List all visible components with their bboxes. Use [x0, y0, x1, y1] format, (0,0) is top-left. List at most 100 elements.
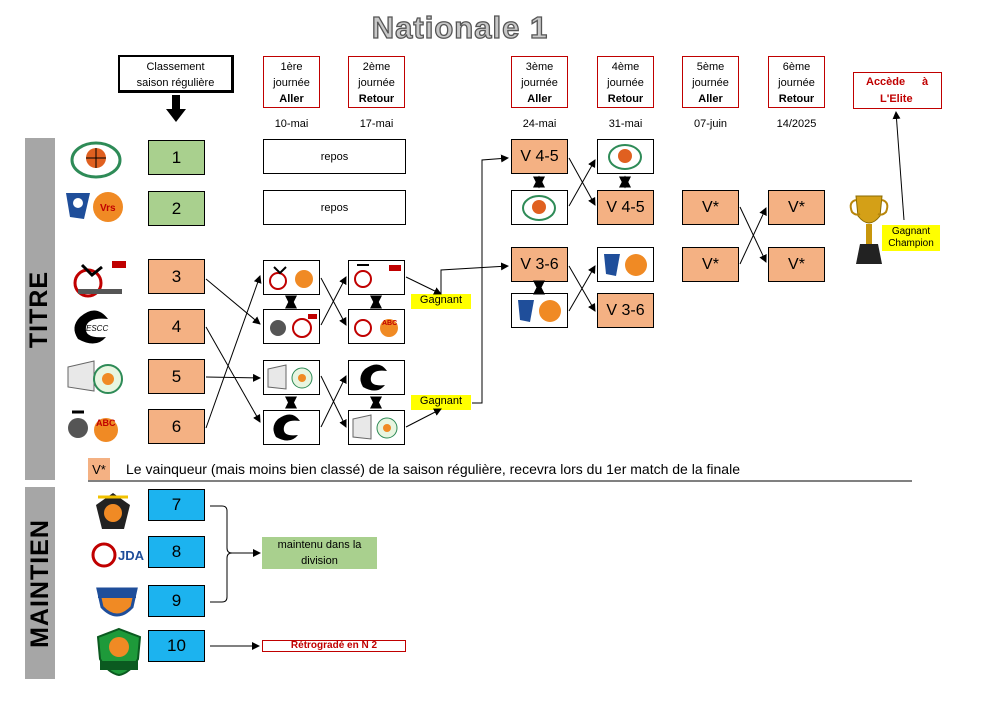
rank-8: 8 [148, 536, 205, 568]
svg-text:ABC: ABC [96, 418, 116, 428]
link-champion-elite [892, 111, 905, 221]
rank-4: 4 [148, 309, 205, 344]
link-r1a-r2 [320, 276, 347, 326]
round-header-4: 4ème journée Retour [597, 56, 654, 108]
legend-key: V* [88, 458, 110, 480]
section-maintien-label: MAINTIEN [25, 518, 54, 648]
link-r2a-gagnant [405, 276, 442, 295]
team-logo-1-mini [522, 195, 556, 221]
round-1-date: 10-mai [274, 118, 309, 130]
elite-a: à [922, 76, 929, 88]
link-4-r1 [205, 326, 261, 423]
team-logo-6-mini [270, 314, 317, 338]
section-titre-label: TITRE [25, 270, 54, 348]
repos-box-2: repos [263, 190, 406, 225]
round-4-line1: 4ème [611, 61, 640, 73]
round-3-leg: Aller [527, 93, 552, 105]
round-3-line1: 3ème [525, 61, 554, 73]
link-gagnant1-semi [440, 262, 509, 294]
team-logo-4-mini [360, 364, 387, 391]
round-5-line2: journée [692, 77, 729, 89]
team-logo-6-mini [354, 264, 401, 288]
team-logo-7 [96, 493, 130, 529]
maintenu-line2: division [301, 555, 338, 567]
final-r5-top: V* [682, 190, 739, 225]
rank-2: 2 [148, 191, 205, 226]
round-2-date: 17-mai [359, 118, 394, 130]
team-logo-5-mini [267, 364, 313, 390]
r1-match-a-home [263, 260, 320, 295]
link-r1b-r2 [320, 375, 347, 428]
round-2-line1: 2ème [362, 61, 391, 73]
rank-10: 10 [148, 630, 205, 662]
round-1-line1: 1ère [280, 61, 303, 73]
round-header-3: 3ème journée Aller [511, 56, 568, 108]
link-gagnant2-semi [472, 154, 509, 404]
trophy-icon [849, 195, 889, 264]
link-r2b-gagnant [405, 408, 442, 428]
rank-7: 7 [148, 489, 205, 521]
r1-match-b-home [263, 360, 320, 395]
maintenu-line1: maintenu dans la [277, 539, 362, 551]
classement-header: Classement saison régulière [118, 55, 234, 93]
round-6-leg: Retour [778, 93, 815, 105]
semi-1-r4-home [597, 139, 654, 174]
champion-line1: Gagnant [891, 226, 931, 237]
round-5-date: 07-juin [693, 118, 728, 130]
team-logo-2: Vrs [66, 192, 123, 222]
rank-5: 5 [148, 359, 205, 394]
rank-3: 3 [148, 259, 205, 294]
legend-text: Le vainqueur (mais moins bien classé) de… [126, 461, 740, 477]
round-2-leg: Retour [358, 93, 395, 105]
semi-2-away [511, 293, 568, 328]
arrow-down-icon [166, 95, 186, 122]
svg-text:JDA: JDA [118, 548, 145, 563]
link-r1b-r2b [320, 375, 347, 428]
final-r6-bottom: V* [768, 247, 825, 282]
rank-1: 1 [148, 140, 205, 175]
retrograde-box: Rétrogradé en N 2 [262, 640, 406, 652]
svg-text:Vrs: Vrs [100, 203, 116, 214]
team-logo-4-mini [273, 414, 300, 441]
team-logo-1-mini [608, 144, 642, 170]
team-logo-1 [70, 141, 122, 179]
round-4-leg: Retour [607, 93, 644, 105]
semi-2-v36: V 3-6 [511, 247, 568, 282]
winner-label-1: Gagnant [411, 294, 471, 309]
svg-text:ESCC: ESCC [86, 324, 108, 333]
link-r1a-r2b [320, 277, 347, 326]
link-semi1-cross-b [568, 159, 596, 207]
link-final-cross-a [739, 206, 767, 263]
winner-label-2: Gagnant [411, 395, 471, 410]
svg-text:ABC: ABC [382, 320, 397, 327]
round-1-line2: journée [273, 77, 310, 89]
team-logo-2-mini [604, 254, 647, 276]
team-logo-3-mini [269, 266, 313, 290]
team-logo-5 [67, 360, 123, 394]
r2-match-b-away [348, 410, 405, 445]
round-3-date: 24-mai [522, 118, 557, 130]
link-semi2-cross-b [568, 265, 596, 312]
team-logo-3-mini: ABC [354, 319, 398, 337]
section-titre: TITRE [25, 138, 55, 480]
team-logo-4: ESCC [74, 310, 108, 344]
round-6-date: 14/2025 [776, 118, 817, 130]
champion-line2: Champion [888, 238, 934, 249]
section-maintien: MAINTIEN [25, 487, 55, 679]
maintien-brace [210, 505, 233, 603]
team-logo-9 [96, 587, 138, 617]
round-4-line2: journée [607, 77, 644, 89]
classement-line1: Classement [146, 61, 205, 73]
team-logo-2-mini [518, 300, 561, 322]
round-6-line1: 6ème [782, 61, 811, 73]
champion-label: Gagnant Champion [882, 225, 940, 251]
semi-2-r4-v36: V 3-6 [597, 293, 654, 328]
maintenu-box: maintenu dans la division [262, 537, 377, 569]
team-logo-5-mini [352, 414, 398, 440]
link-6-r1 [205, 275, 262, 429]
final-r6-top: V* [768, 190, 825, 225]
rank-6: 6 [148, 409, 205, 444]
elite-line2: L'Elite [880, 93, 913, 105]
team-logo-8: JDA [91, 542, 145, 568]
link-3-r1 [205, 278, 261, 325]
